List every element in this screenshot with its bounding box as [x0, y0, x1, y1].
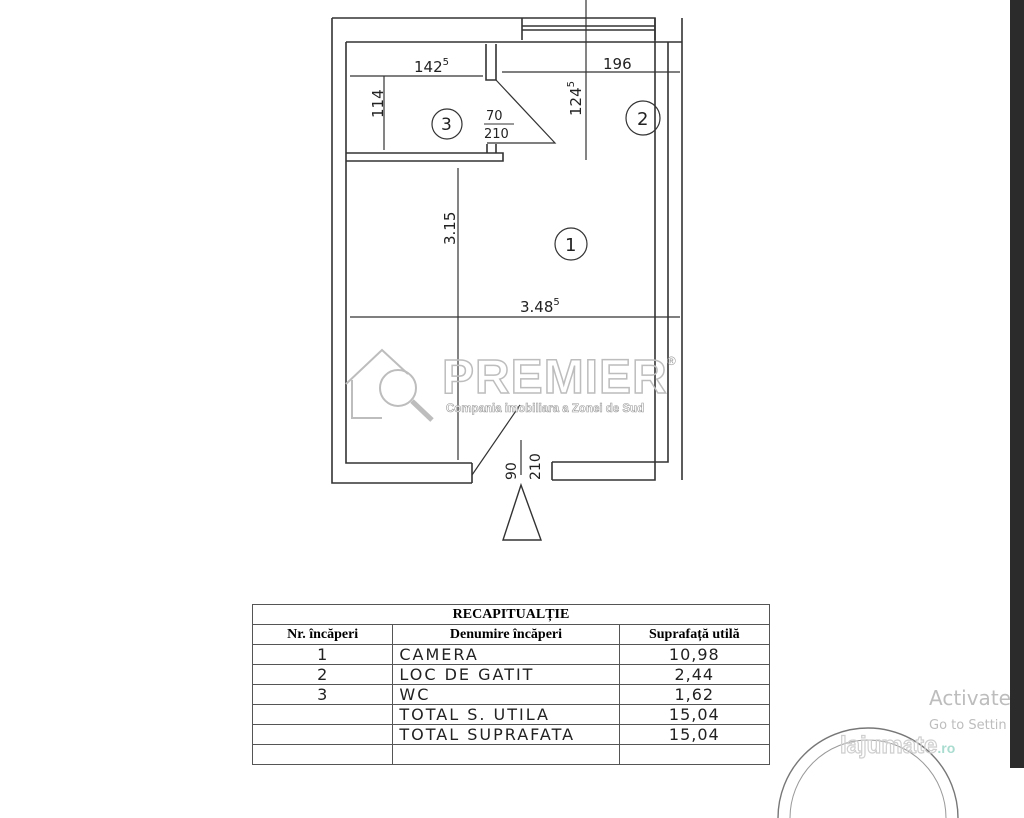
room-name: [392, 744, 620, 765]
total-usable-label: TOTAL S. UTILA: [392, 704, 620, 725]
table-row: 2 LOC DE GATIT 2,44: [251, 664, 771, 685]
table-row: TOTAL SUPRAFATA 15,04: [251, 724, 771, 745]
table-row: 3 WC 1,62: [251, 684, 771, 705]
header-room-number: Nr. încăperi: [251, 624, 394, 645]
room-number: [251, 724, 394, 745]
registered-mark: ®: [667, 354, 676, 368]
room-area: 1,62: [618, 684, 771, 705]
entrance-door-height: 210: [528, 453, 544, 480]
room-number: 2: [251, 664, 394, 685]
dim-room3-width: 1425: [414, 57, 449, 76]
total-area-label: TOTAL SUPRAFATA: [392, 724, 620, 745]
total-usable-area: 15,04: [618, 704, 771, 725]
activate-subtitle: Go to Settin: [929, 718, 1007, 733]
header-room-name: Denumire încăperi: [392, 624, 620, 645]
room-number: 3: [251, 684, 394, 705]
room-number: [251, 704, 394, 725]
header-usable-area: Suprafață utilă: [618, 624, 771, 645]
wc-door-width: 70: [486, 109, 503, 124]
wc-door-height: 210: [484, 127, 509, 142]
recap-table: RECAPITUALȚIE Nr. încăperi Denumire încă…: [251, 604, 771, 765]
dim-room1-width: 3.485: [520, 297, 560, 316]
room-area: 2,44: [618, 664, 771, 685]
room-number: 1: [251, 644, 394, 665]
dim-room2-length: 1245: [566, 81, 585, 116]
floor-plan-drawing: 1425 196 114 1245 3 2 1 70 210 3.15 3.48…: [331, 0, 683, 541]
room-2-label: 2: [637, 109, 648, 130]
room-name: LOC DE GATIT: [392, 664, 620, 685]
recap-title: RECAPITUALȚIE: [252, 604, 770, 625]
room-area: [618, 744, 771, 765]
activate-title: Activate: [929, 686, 1011, 710]
dim-room2-width: 196: [603, 55, 632, 73]
room-name: WC: [392, 684, 620, 705]
official-stamp: [777, 727, 959, 818]
lajumate-watermark: lajumate.ro: [839, 731, 956, 760]
table-row: [251, 744, 771, 765]
house-magnifier-icon: [345, 348, 434, 422]
premier-watermark: PREMIER ® Compania imobiliara a Zonei de…: [342, 344, 692, 424]
activate-windows-overlay: Activate Go to Settin: [929, 686, 1011, 733]
site-watermark-text: lajumate: [839, 731, 938, 759]
dim-room1-length: 3.15: [441, 212, 459, 245]
room-1-label: 1: [565, 235, 576, 256]
room-3-label: 3: [441, 115, 452, 135]
window-edge: [1010, 0, 1024, 768]
room-name: CAMERA: [392, 644, 620, 665]
table-row: 1 CAMERA 10,98: [251, 644, 771, 665]
total-area: 15,04: [618, 724, 771, 745]
site-watermark-tld: .ro: [937, 740, 956, 756]
dim-room3-length: 114: [369, 89, 387, 118]
watermark-tagline: Compania imobiliara a Zonei de Sud: [446, 403, 645, 416]
room-number: [251, 744, 394, 765]
room-area: 10,98: [618, 644, 771, 665]
watermark-brand: PREMIER: [441, 350, 668, 405]
table-row: TOTAL S. UTILA 15,04: [251, 704, 771, 725]
entrance-door-width: 90: [504, 462, 520, 480]
